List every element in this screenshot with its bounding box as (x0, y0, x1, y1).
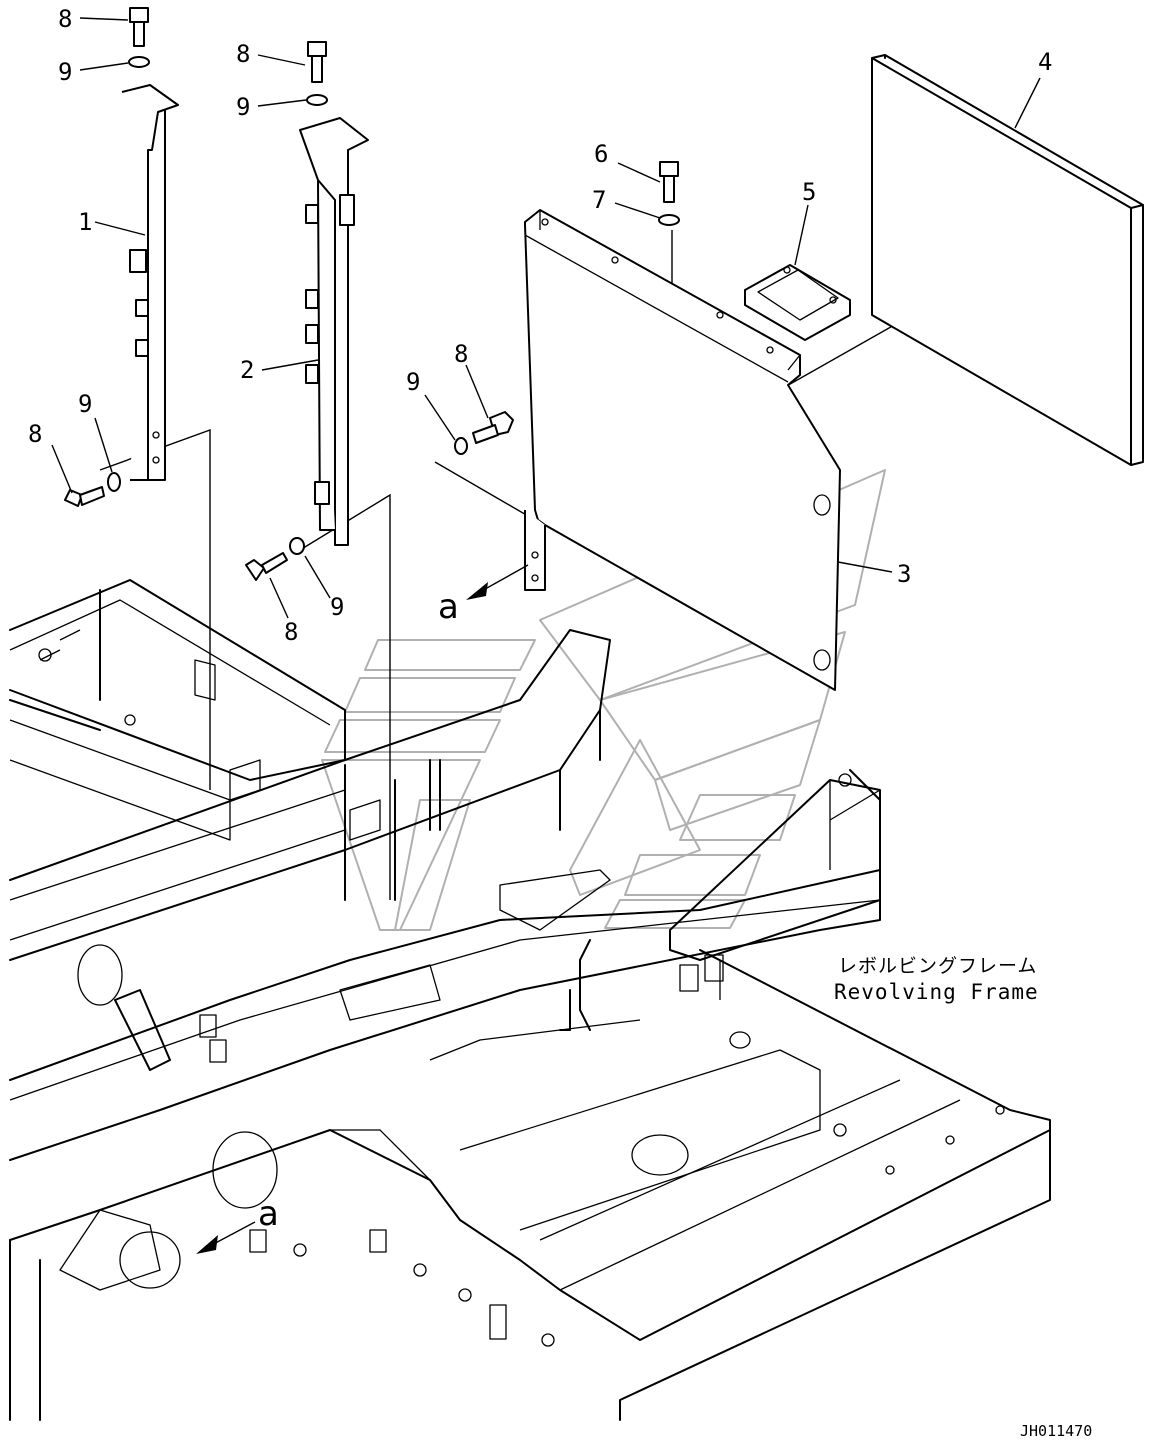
callout-9: 9 (78, 390, 92, 418)
callout-7: 7 (592, 186, 606, 214)
frame-label-japanese: レボルビングフレーム (838, 955, 1037, 977)
callout-2: 2 (240, 356, 254, 384)
callout-8: 8 (454, 340, 468, 368)
part-3-plate (524, 209, 841, 691)
arrow-head-icon (196, 1235, 218, 1254)
arrow-head-icon (466, 582, 488, 600)
callout-6: 6 (594, 140, 608, 168)
view-arrows (196, 564, 529, 1254)
callout-5: 5 (802, 178, 816, 206)
revolving-frame-structure (9, 579, 1051, 1421)
callout-4: 4 (1038, 48, 1052, 76)
callout-9: 9 (406, 368, 420, 396)
fasteners (64, 7, 680, 581)
view-marker-a-bottom: a (258, 1194, 279, 1234)
callout-8: 8 (284, 618, 298, 646)
callout-8: 8 (236, 40, 250, 68)
callout-1: 1 (78, 208, 92, 236)
callout-9: 9 (236, 93, 250, 121)
callout-labels: 8 9 8 9 1 2 3 4 5 6 7 8 9 8 9 8 9 (28, 5, 1052, 646)
part-2-stay (299, 117, 369, 546)
part-5-bracket (744, 264, 851, 341)
frame-label-english: Revolving Frame (834, 980, 1039, 1004)
callout-9: 9 (330, 593, 344, 621)
callout-8: 8 (58, 5, 72, 33)
callout-3: 3 (897, 560, 911, 588)
drawing-number: JH011470 (1020, 1422, 1092, 1440)
callout-8: 8 (28, 420, 42, 448)
callout-9: 9 (58, 58, 72, 86)
view-marker-a-top: a (438, 587, 459, 627)
leader-lines (51, 17, 1041, 619)
part-1-stay (121, 84, 179, 481)
part-4-panel (871, 54, 1144, 466)
